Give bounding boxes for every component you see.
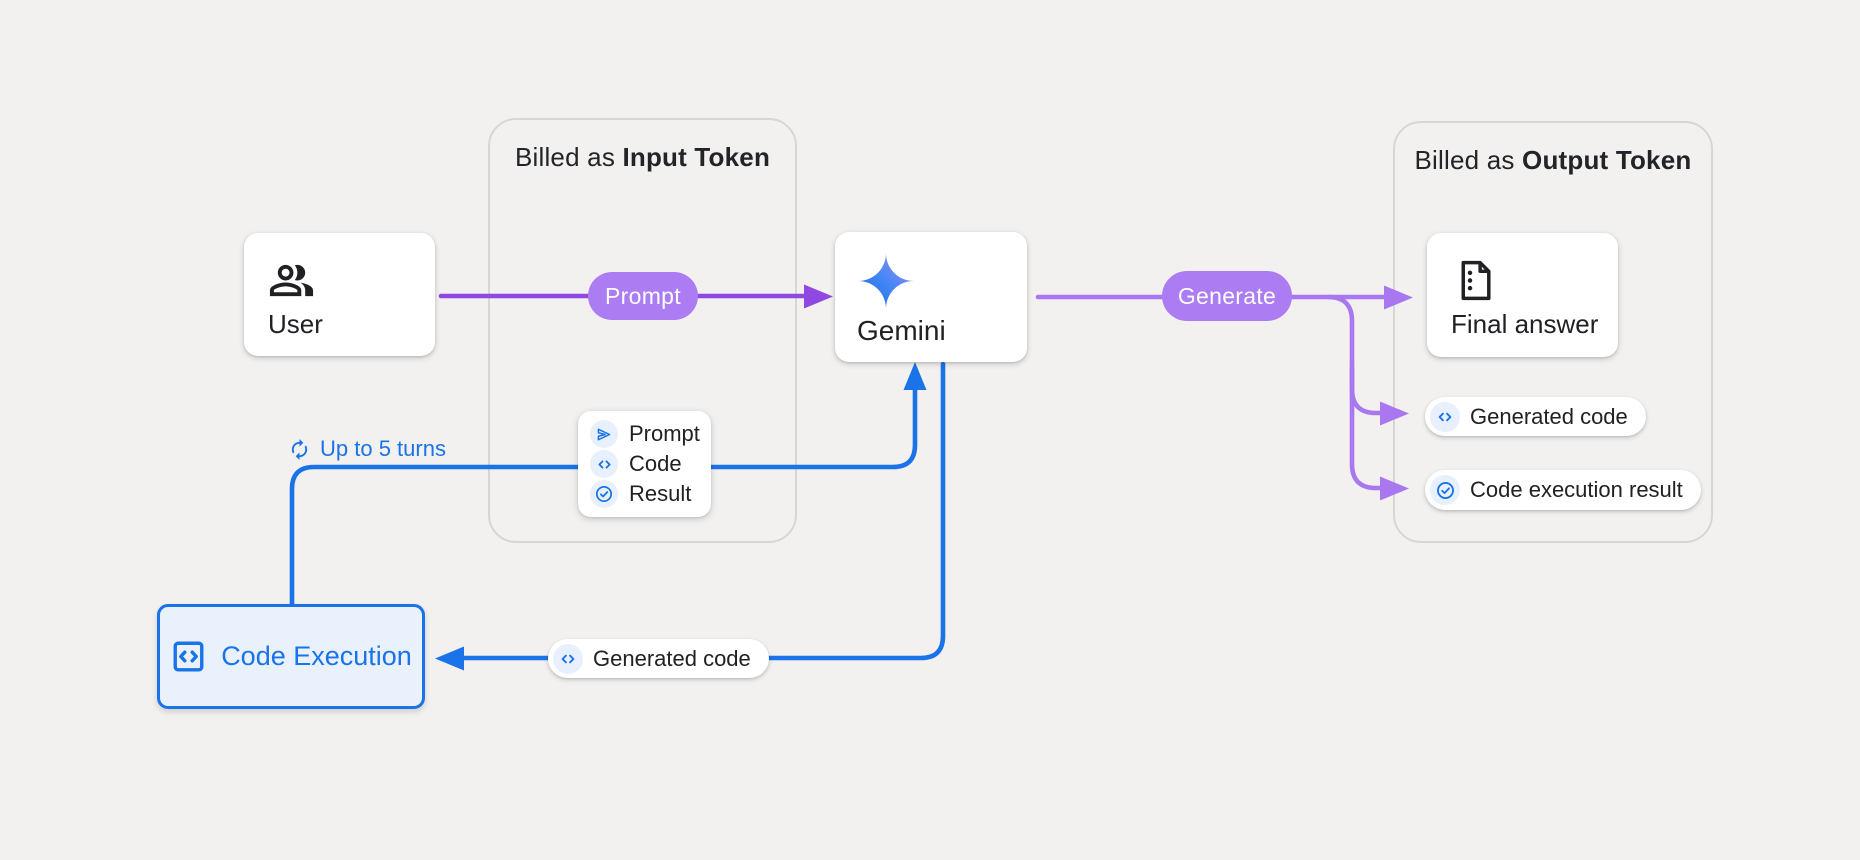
generated-code-bottom-pill: Generated code (548, 639, 769, 678)
document-icon (1451, 257, 1594, 309)
legend-row-prompt: Prompt (590, 420, 700, 448)
generated-code-output-pill: Generated code (1425, 397, 1646, 436)
final-answer-node: Final answer (1427, 233, 1618, 357)
code-icon (1430, 401, 1460, 432)
generated-code-bottom-label: Generated code (593, 645, 751, 671)
refresh-icon (288, 438, 311, 461)
user-node-label: User (268, 309, 323, 339)
gemini-node: Gemini (835, 232, 1027, 362)
check-circle-icon (590, 480, 618, 508)
output-token-panel: Billed as Output Token (1393, 121, 1713, 543)
code-execution-node: Code Execution (157, 604, 425, 709)
final-answer-node-label: Final answer (1451, 309, 1599, 339)
generate-flow-pill-label: Generate (1177, 282, 1277, 309)
code-block-icon (170, 638, 207, 675)
gemini-node-label: Gemini (857, 315, 946, 346)
code-execution-node-label: Code Execution (221, 641, 412, 671)
arrow-gemini-to-generated-code (1325, 294, 1409, 501)
output-panel-title: Billed as Output Token (1395, 145, 1711, 176)
input-token-panel: Billed as Input Token (488, 118, 797, 543)
legend-prompt-label: Prompt (629, 421, 700, 446)
code-execution-result-label: Code execution result (1470, 477, 1683, 502)
input-panel-title-bold: Input Token (622, 142, 771, 172)
token-legend-card: Prompt Code Result (578, 411, 711, 517)
user-icon (268, 257, 411, 309)
generate-flow-pill: Generate (1162, 271, 1292, 321)
generated-code-output-label: Generated code (1470, 403, 1628, 429)
output-panel-title-prefix: Billed as (1414, 145, 1523, 175)
legend-result-label: Result (629, 481, 692, 506)
input-panel-title-prefix: Billed as (514, 142, 623, 172)
legend-code-label: Code (629, 451, 682, 476)
check-circle-icon (1430, 475, 1460, 505)
arrow-gemini-to-code-execution (435, 361, 946, 671)
arrow-gemini-to-execution-result (1349, 365, 1409, 426)
prompt-flow-pill-label: Prompt (605, 282, 681, 309)
send-icon (590, 420, 618, 448)
code-icon (553, 643, 583, 674)
gemini-spark-icon (857, 252, 1005, 315)
loop-turns-label: Up to 5 turns (288, 436, 446, 462)
user-node: User (244, 233, 435, 356)
code-icon (590, 450, 618, 478)
output-panel-title-bold: Output Token (1522, 145, 1692, 175)
input-panel-title: Billed as Input Token (490, 142, 795, 173)
code-execution-result-pill: Code execution result (1425, 470, 1701, 510)
legend-row-code: Code (590, 450, 699, 478)
prompt-flow-pill: Prompt (588, 272, 698, 320)
loop-turns-text: Up to 5 turns (320, 436, 446, 461)
legend-row-result: Result (590, 480, 699, 508)
